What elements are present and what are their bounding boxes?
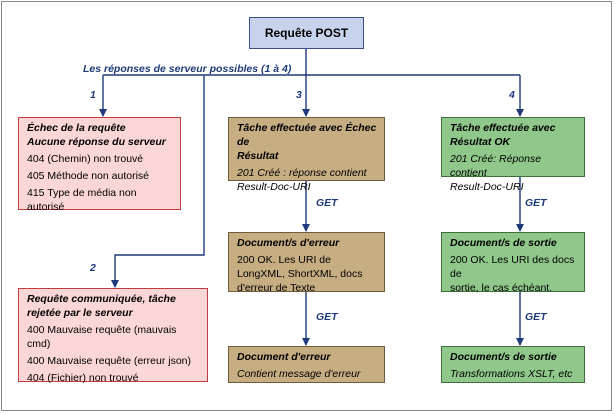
arrow-branch-2	[111, 75, 205, 288]
box-4-title-line-1: Tâche effectuée avec	[450, 122, 556, 134]
branch-number-1: 1	[90, 89, 96, 101]
box-6-title: Document/s de sortie	[450, 237, 557, 249]
box-1-subtitle: Aucune réponse du serveur	[27, 136, 166, 148]
get-label-4a: GET	[525, 197, 547, 209]
box-5-text-line-2: LongXML, ShortXML, docs	[237, 268, 363, 280]
box-4-text-line-1: 201 Créé: Réponse contient	[450, 153, 542, 179]
box-6-text-line-2: sortie, le cas échéant.	[450, 282, 553, 294]
box-8-text: Transformations XSLT, etc	[450, 368, 573, 380]
box-2-title-line-2: rejetée par le serveur	[27, 307, 133, 319]
branch-number-3: 3	[296, 89, 302, 101]
branch-number-2: 2	[90, 262, 96, 274]
box-3-text-line-2: Result-Doc-URI	[237, 181, 311, 193]
box-4-text-line-2: Result-Doc-URI	[450, 181, 524, 193]
box-7-title: Document d'erreur	[237, 351, 331, 363]
box-1-line-2: 405 Méthode non autorisé	[27, 170, 150, 182]
responses-label: Les réponses de serveur possibles (1 à 4…	[83, 63, 292, 75]
box-task-failed-result: Tâche effectuée avec Échec de Résultat 2…	[228, 117, 385, 193]
box-task-ok-result: Tâche effectuée avec Résultat OK 201 Cré…	[441, 117, 585, 193]
box-2-line-1: 400 Mauvaise requête (mauvais cmd)	[27, 324, 177, 350]
box-5-title: Document/s d'erreur	[237, 237, 340, 249]
box-7-text: Contient message d'erreur	[237, 368, 361, 380]
box-2-title-line-1: Requête communiquée, tâche	[27, 293, 176, 305]
box-4-title-line-2: Résultat OK	[450, 136, 511, 148]
post-request-box: Requête POST	[249, 17, 364, 49]
box-5-text-line-1: 200 OK. Les URI de	[237, 254, 331, 266]
box-6-text-line-1: 200 OK. Les URI des docs de	[450, 254, 575, 280]
box-error-documents: Document/s d'erreur 200 OK. Les URI de L…	[228, 232, 385, 294]
box-output-documents: Document/s de sortie 200 OK. Les URI des…	[441, 232, 585, 294]
box-3-title-line-2: Résultat	[237, 150, 279, 162]
box-error-document: Document d'erreur Contient message d'err…	[228, 346, 385, 383]
get-label-3b: GET	[316, 311, 338, 323]
box-3-title-line-1: Tâche effectuée avec Échec de	[237, 122, 377, 148]
box-request-failed: Échec de la requête Aucune réponse du se…	[18, 117, 181, 213]
box-5-text-line-3: d'erreur de Texte	[237, 282, 316, 294]
box-1-title: Échec de la requête	[27, 122, 126, 134]
box-1-line-1: 404 (Chemin) non trouvé	[27, 153, 144, 165]
box-3-text-line-1: 201 Créé : réponse contient	[237, 167, 367, 179]
branch-number-4: 4	[509, 89, 515, 101]
box-1-line-3: 415 Type de média non autorisé	[27, 187, 137, 213]
get-label-3a: GET	[316, 197, 338, 209]
box-2-line-3: 404 (Fichier) non trouvé	[27, 372, 139, 384]
get-label-4b: GET	[525, 311, 547, 323]
box-2-line-2: 400 Mauvaise requête (erreur json)	[27, 355, 192, 367]
box-request-rejected: Requête communiquée, tâche rejetée par l…	[18, 288, 208, 384]
post-request-label: Requête POST	[264, 26, 349, 40]
box-output-documents-final: Document/s de sortie Transformations XSL…	[441, 346, 585, 383]
box-8-title: Document/s de sortie	[450, 351, 557, 363]
